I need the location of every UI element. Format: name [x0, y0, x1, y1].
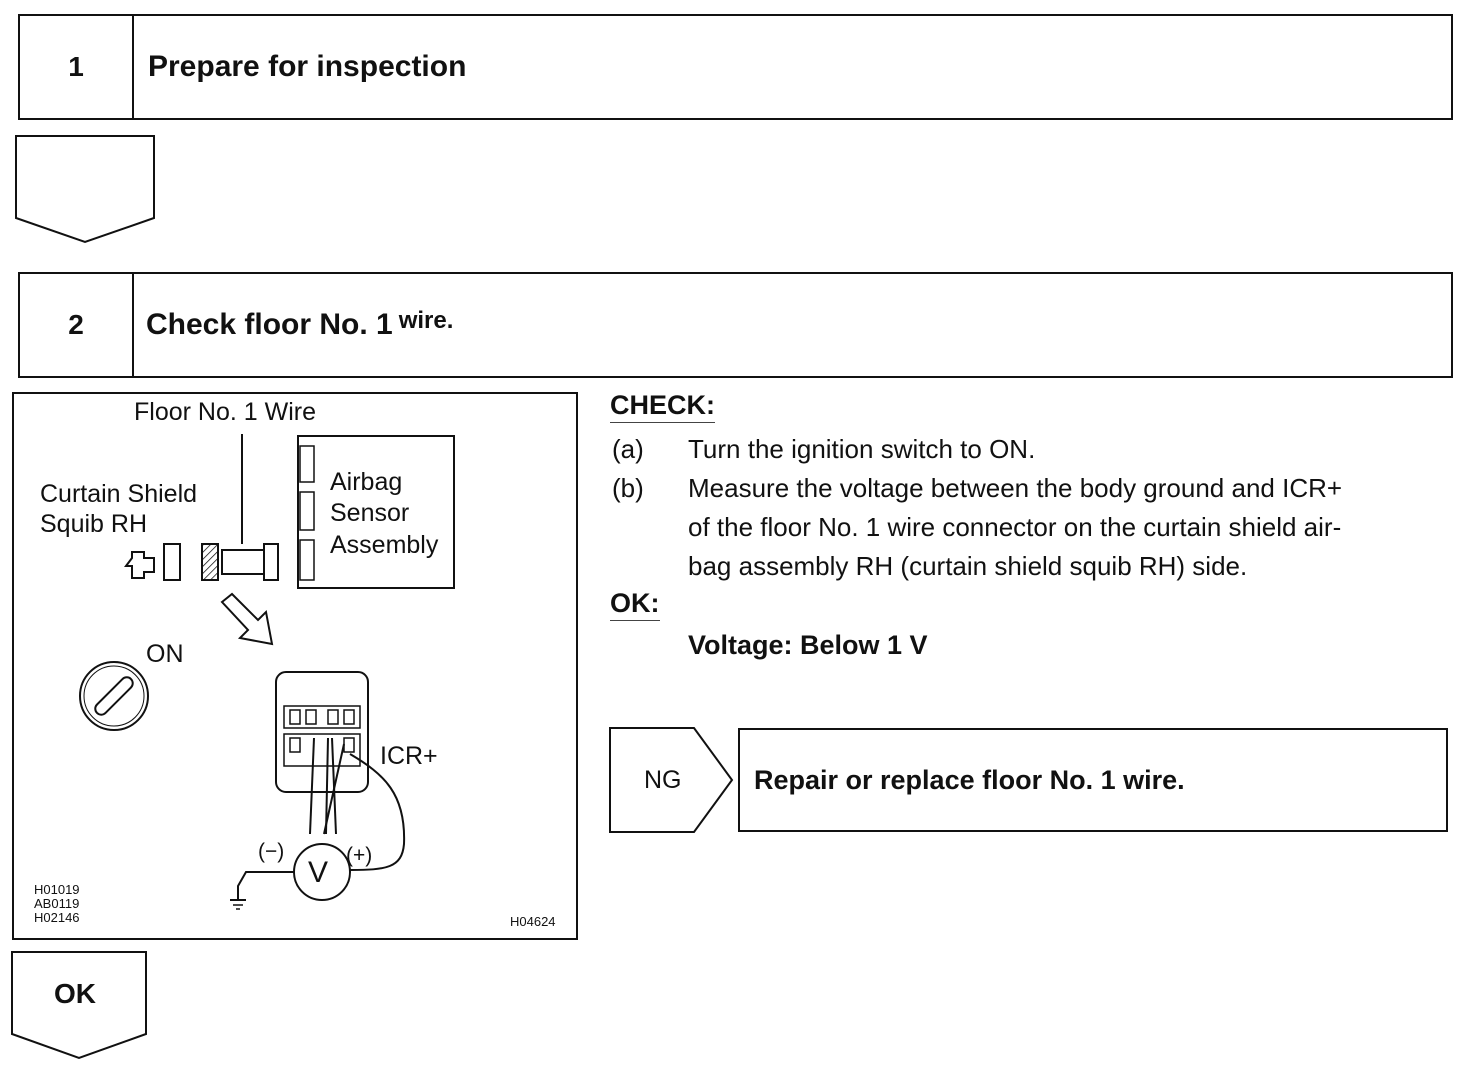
- check-item-b: (b) Measure the voltage between the body…: [610, 469, 1460, 586]
- check-item-b-line-2: of the floor No. 1 wire connector on the…: [688, 512, 1342, 542]
- curtain-shield-label-2: Squib RH: [40, 510, 147, 538]
- airbag-sensor-label-1: Airbag: [330, 468, 403, 496]
- curtain-shield-label-1: Curtain Shield: [40, 480, 198, 508]
- minus-terminal-label: (−): [258, 840, 285, 863]
- figure-code-2: AB0119: [34, 896, 80, 911]
- step-1-header: 1 Prepare for inspection: [18, 14, 1453, 120]
- check-item-b-line-1: Measure the voltage between the body gro…: [688, 473, 1343, 503]
- airbag-sensor-label-3: Assembly: [330, 531, 439, 559]
- step-1-title: Prepare for inspection: [148, 50, 467, 83]
- voltmeter-label: V: [308, 856, 329, 889]
- check-item-a-marker: (a): [612, 434, 644, 464]
- check-item-a-text: Turn the ignition switch to ON.: [688, 434, 1036, 464]
- ok-heading-text: OK:: [610, 588, 660, 621]
- figure-code-1: H01019: [34, 882, 80, 897]
- diagram-drawing: [79, 434, 455, 910]
- figure-id: H04624: [510, 914, 556, 929]
- check-item-b-line-3: bag assembly RH (curtain shield squib RH…: [688, 551, 1248, 581]
- check-item-b-marker: (b): [612, 473, 644, 503]
- step-2-number: 2: [20, 274, 134, 376]
- icr-plus-label: ICR+: [380, 742, 438, 770]
- ignition-on-label: ON: [146, 640, 184, 668]
- ng-action-box: Repair or replace floor No. 1 wire.: [738, 728, 1448, 832]
- check-section: CHECK: (a) Turn the ignition switch to O…: [610, 390, 1460, 661]
- step-2-title-suffix: wire.: [398, 307, 454, 334]
- figure-code-3: H02146: [34, 910, 80, 925]
- flow-down-arrow: [15, 135, 155, 244]
- ok-arrow-label: OK: [54, 978, 96, 1009]
- ok-down-arrow: [11, 951, 147, 1060]
- step-2-title-main: Check floor No. 1: [146, 308, 393, 341]
- ng-arrow: [609, 727, 734, 833]
- check-heading-text: CHECK:: [610, 390, 715, 423]
- step-1-number: 1: [20, 16, 134, 118]
- plus-terminal-label: (+): [346, 844, 373, 867]
- ok-heading: OK:: [610, 588, 1460, 630]
- check-heading: CHECK:: [610, 390, 1460, 430]
- floor-wire-label: Floor No. 1 Wire: [134, 398, 316, 426]
- ok-value: Voltage: Below 1 V: [688, 630, 928, 660]
- wiring-diagram: Floor No. 1 Wire Curtain Shield Squib RH…: [12, 392, 578, 940]
- check-item-a: (a) Turn the ignition switch to ON.: [610, 430, 1460, 469]
- ng-action-text: Repair or replace floor No. 1 wire.: [754, 764, 1185, 795]
- ng-label: NG: [644, 766, 682, 794]
- airbag-sensor-label-2: Sensor: [330, 499, 410, 527]
